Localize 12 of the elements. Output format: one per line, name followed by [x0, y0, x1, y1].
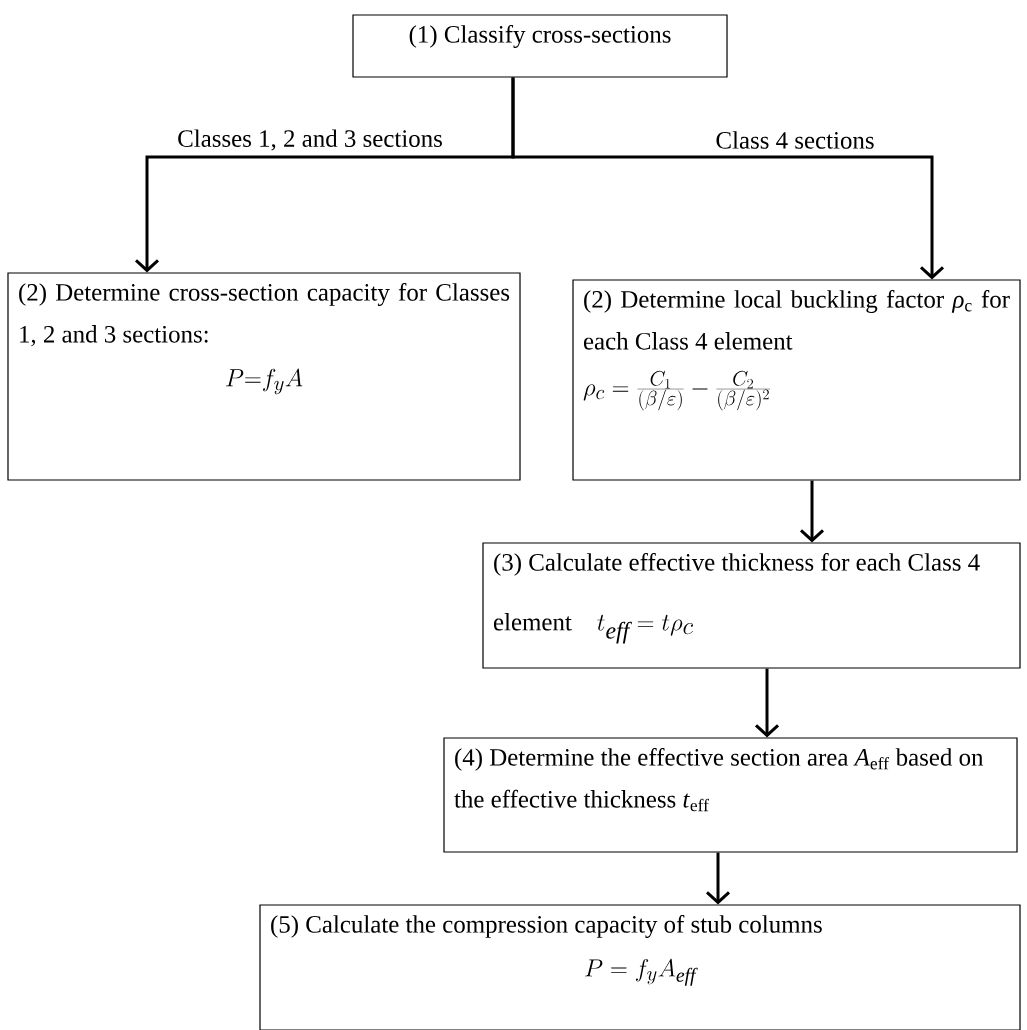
arrow [800, 480, 824, 543]
process-box: (1) Classify cross-sections [352, 14, 728, 78]
process-box: (2) Determine cross-section capacity for Classes 1, 2 and 3 sections: $P{=}f_{y}A$ [7, 272, 521, 481]
arrow [706, 852, 730, 905]
edge-label: Class 4 sections [713, 129, 877, 151]
arrow [755, 668, 779, 738]
process-box: (5) Calculate the compression capacity of stub columns $P = f_{y}A_{\mathit{eff}}$ [259, 904, 1021, 1030]
process-box: (4) Determine the effective section area A$_{eff}$ based on the effective thickness t$_{eff}$ [443, 737, 1018, 853]
process-box: (2) Determine local buckling factor ρ$_{c}$ for each Class 4 element $\rho_{c} = \frac{C_{1}}{(\beta/\varepsilon)} - \frac{C_{2}}{(\beta/\varepsilon)^{2}}$ [572, 279, 1021, 481]
process-box: (3) Calculate effective thickness for each Class 4 element $t_{\mathit{eff}} = t\rho_{c}$ [482, 542, 1021, 669]
edge-label: Classes 1, 2 and 3 sections [175, 127, 445, 153]
arrow [511, 77, 944, 280]
